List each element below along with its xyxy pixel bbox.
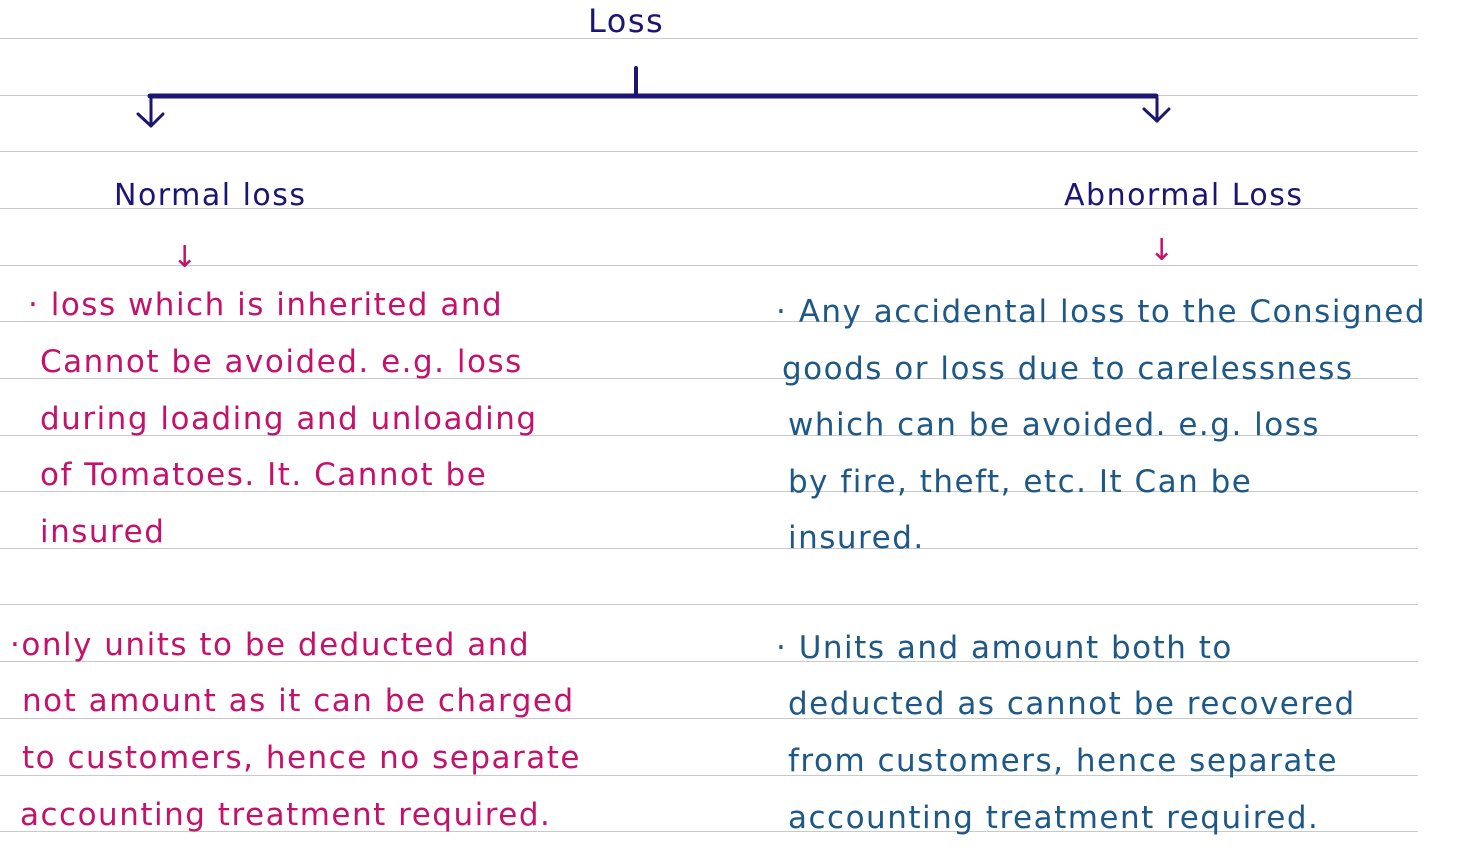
- rule-line: [0, 151, 1418, 152]
- diagram-root-title: Loss: [588, 2, 665, 40]
- rule-line: [0, 265, 1418, 266]
- rule-line: [0, 491, 1418, 492]
- text-line: deducted as cannot be recovered: [788, 686, 1356, 722]
- text-line: ·only units to be deducted and: [10, 627, 531, 663]
- text-line: to customers, hence no separate: [22, 740, 581, 776]
- arrow-down-icon: [1142, 96, 1171, 123]
- text-line: Cannot be avoided. e.g. loss: [40, 344, 523, 380]
- normal-loss-heading: Normal loss: [114, 178, 307, 213]
- normal-loss-arrow-icon: ↓: [172, 240, 199, 275]
- rule-line: [0, 775, 1418, 776]
- rule-line: [0, 435, 1418, 436]
- rule-line: [0, 208, 1418, 209]
- rule-line: [0, 831, 1418, 832]
- rule-line: [0, 321, 1418, 322]
- text-line: · loss which is inherited and: [28, 287, 504, 323]
- rule-line: [0, 661, 1418, 662]
- text-line: by fire, theft, etc. It Can be: [788, 464, 1253, 500]
- rule-line: [0, 38, 1418, 39]
- rule-line: [0, 378, 1418, 379]
- rule-line: [0, 718, 1418, 719]
- text-line: during loading and unloading: [40, 401, 538, 437]
- text-line: · Any accidental loss to the Consigned: [776, 294, 1427, 330]
- text-line: goods or loss due to carelessness: [782, 351, 1354, 387]
- rule-line: [0, 548, 1418, 549]
- text-line: of Tomatoes. It. Cannot be: [40, 457, 488, 493]
- text-line: from customers, hence separate: [788, 743, 1339, 779]
- text-line: insured: [40, 514, 166, 550]
- abnormal-loss-arrow-icon: ↓: [1149, 233, 1176, 268]
- text-line: which can be avoided. e.g. loss: [788, 407, 1321, 443]
- text-line: accounting treatment required.: [20, 797, 552, 833]
- text-line: insured.: [788, 520, 925, 556]
- text-line: · Units and amount both to: [776, 630, 1233, 666]
- rule-line: [0, 604, 1418, 605]
- arrow-down-icon: [136, 96, 165, 128]
- abnormal-loss-heading: Abnormal Loss: [1064, 178, 1304, 213]
- text-line: not amount as it can be charged: [22, 683, 575, 719]
- text-line: accounting treatment required.: [788, 800, 1320, 836]
